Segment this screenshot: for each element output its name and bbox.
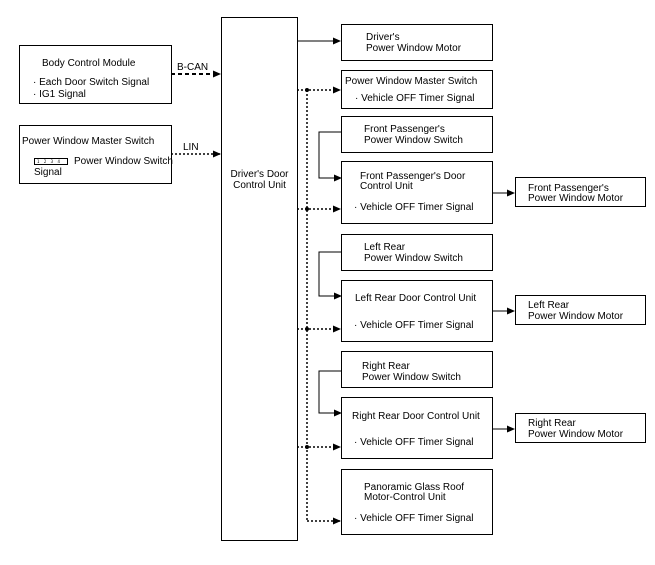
rr-power-window-motor-box: Right Rear Power Window Motor <box>515 413 646 443</box>
body-control-module-title: Body Control Module <box>42 58 136 69</box>
lr-door-control-unit-box: Left Rear Door Control Unit · Vehicle OF… <box>341 280 493 342</box>
lr-power-window-motor-box: Left Rear Power Window Motor <box>515 295 646 325</box>
rr-dcu-timer-signal: · Vehicle OFF Timer Signal <box>354 437 474 448</box>
junction-dot <box>305 207 309 211</box>
rr-pw-motor-line1: Right Rear <box>528 418 576 429</box>
bcan-label: B-CAN <box>177 62 209 73</box>
fp-switch-to-dcu <box>318 131 342 182</box>
fp-dcu-timer-signal: · Vehicle OFF Timer Signal <box>354 202 474 213</box>
fp-power-window-motor-box: Front Passenger's Power Window Motor <box>515 177 646 207</box>
rr-power-window-switch-box: Right Rear Power Window Switch <box>341 351 493 388</box>
fp-pw-motor-line1: Front Passenger's <box>528 183 609 194</box>
each-door-switch-signal: · Each Door Switch Signal <box>33 77 150 88</box>
rr-door-control-unit-box: Right Rear Door Control Unit · Vehicle O… <box>341 397 493 459</box>
pw-master-switch-left-box: Power Window Master Switch 1 2 3 4 Power… <box>19 125 173 184</box>
drivers-door-control-unit-box: Driver's Door Control Unit <box>221 17 298 541</box>
roof-cu-timer-signal: · Vehicle OFF Timer Signal <box>354 513 474 524</box>
rr-pw-switch-line2: Power Window Switch <box>362 372 461 383</box>
rr-pw-motor-line2: Power Window Motor <box>528 429 624 440</box>
junction-dot <box>305 445 309 449</box>
pw-master-switch-right-box: Power Window Master Switch · Vehicle OFF… <box>341 70 493 109</box>
drivers-power-window-motor-box: Driver's Power Window Motor <box>341 24 493 61</box>
rr-dcu-title: Right Rear Door Control Unit <box>352 411 480 422</box>
junction-dot <box>305 327 309 331</box>
pw-switch-signal-line1: Power Window Switch <box>74 156 173 167</box>
rr-pw-switch-line1: Right Rear <box>362 361 410 372</box>
roof-cu-line1: Panoramic Glass Roof <box>364 482 465 493</box>
drivers-door-control-unit-line1: Driver's Door <box>230 169 289 180</box>
lr-pw-motor-line2: Power Window Motor <box>528 311 624 322</box>
lr-pw-switch-line1: Left Rear <box>364 242 406 253</box>
drivers-pw-motor-line2: Power Window Motor <box>366 43 462 54</box>
pw-master-timer-signal: · Vehicle OFF Timer Signal <box>355 93 475 104</box>
lr-dcu-timer-signal: · Vehicle OFF Timer Signal <box>354 320 474 331</box>
lr-power-window-switch-box: Left Rear Power Window Switch <box>341 234 493 271</box>
switch-position-icon: 1 2 3 4 <box>34 158 68 165</box>
fp-power-window-switch-box: Front Passenger's Power Window Switch <box>341 116 493 153</box>
drivers-door-control-unit-line2: Control Unit <box>233 180 286 191</box>
lr-pw-switch-line2: Power Window Switch <box>364 253 463 264</box>
lr-dcu-title: Left Rear Door Control Unit <box>355 293 477 304</box>
body-control-module-box: Body Control Module · Each Door Switch S… <box>19 45 172 104</box>
pw-switch-signal-line2: Signal <box>34 167 62 178</box>
panoramic-roof-control-unit-box: Panoramic Glass Roof Motor-Control Unit … <box>341 469 493 535</box>
fp-pw-switch-line2: Power Window Switch <box>364 135 463 146</box>
roof-cu-line2: Motor-Control Unit <box>364 492 446 503</box>
pw-master-switch-left-title: Power Window Master Switch <box>22 136 155 147</box>
fp-pw-motor-line2: Power Window Motor <box>528 193 624 204</box>
fp-dcu-line1: Front Passenger's Door <box>360 171 466 182</box>
fp-dcu-line2: Control Unit <box>360 181 413 192</box>
lin-label: LIN <box>183 142 199 153</box>
fp-pw-switch-line1: Front Passenger's <box>364 124 445 135</box>
pw-master-switch-right-title: Power Window Master Switch <box>345 76 478 87</box>
ig1-signal: · IG1 Signal <box>33 89 86 100</box>
lr-switch-to-dcu <box>318 251 342 300</box>
drivers-pw-motor-line1: Driver's <box>366 32 400 43</box>
lr-pw-motor-line1: Left Rear <box>528 300 570 311</box>
rr-switch-to-dcu <box>318 370 342 417</box>
fp-door-control-unit-box: Front Passenger's Door Control Unit · Ve… <box>341 161 493 224</box>
junction-dot <box>305 88 309 92</box>
